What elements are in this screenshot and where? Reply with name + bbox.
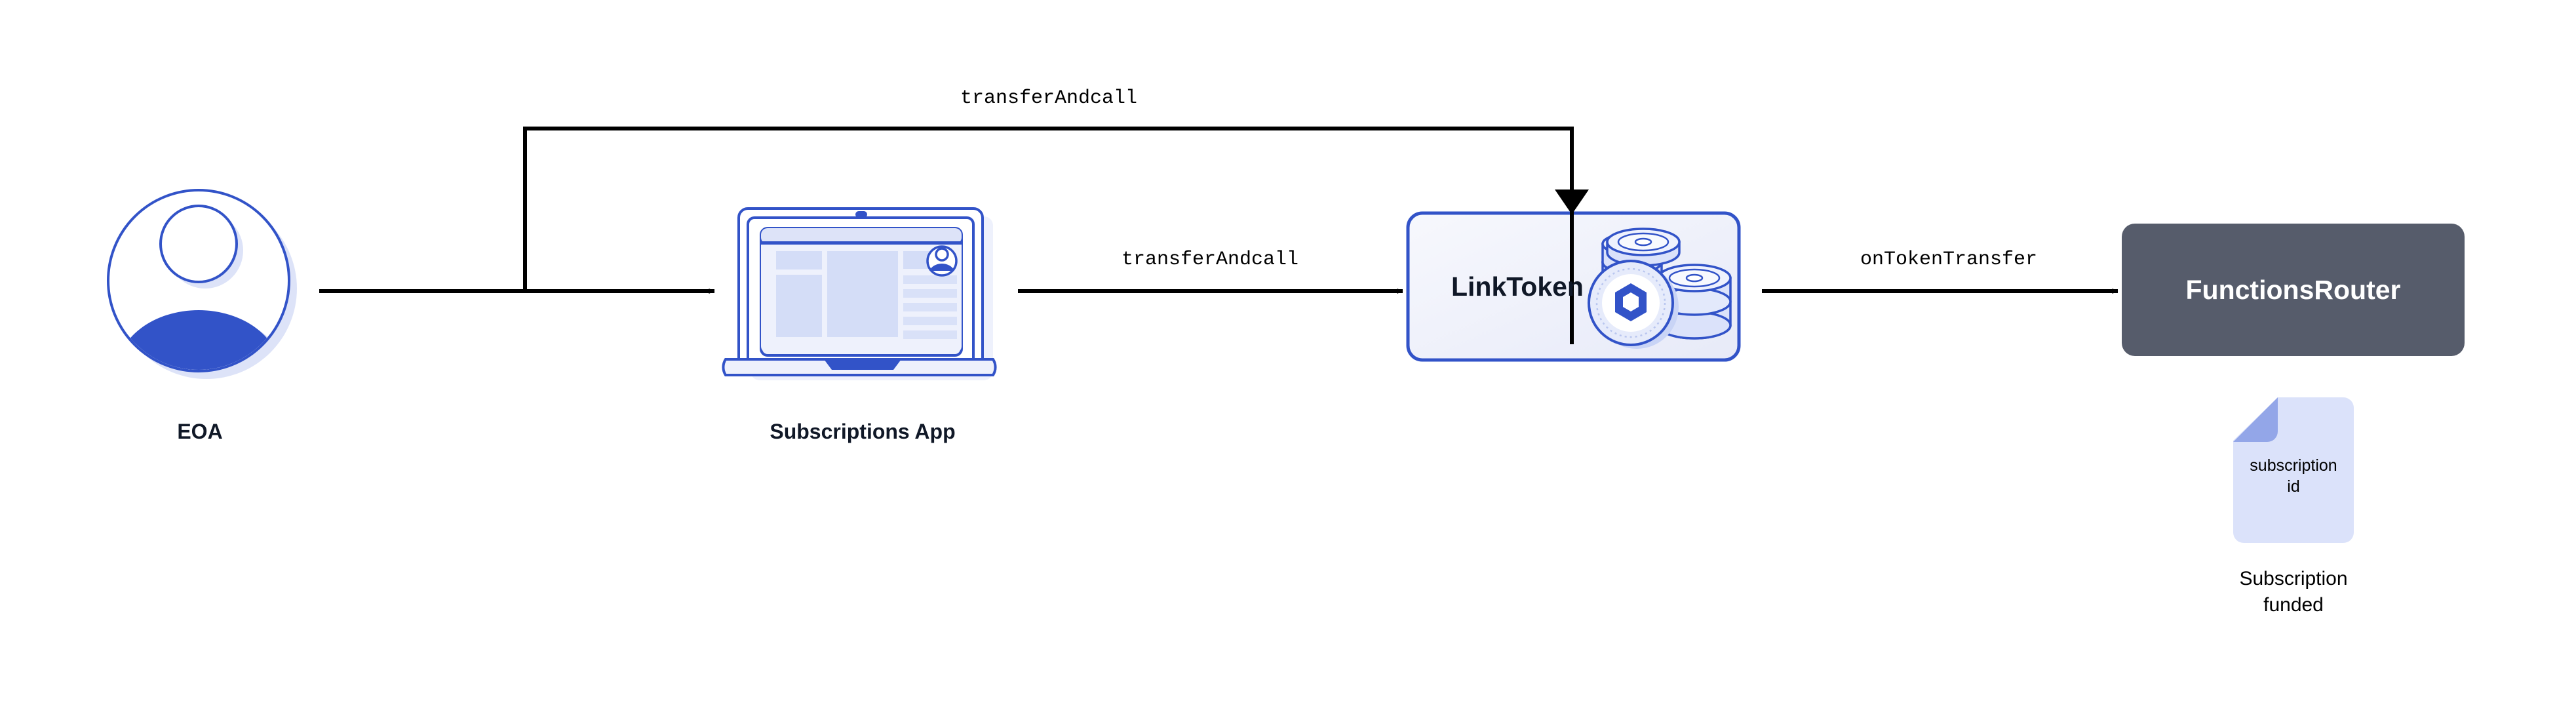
document-icon	[2233, 397, 2354, 543]
laptop-icon	[722, 207, 997, 380]
functionsrouter-box	[2122, 224, 2465, 356]
document-body-line1: subscription	[2250, 456, 2337, 475]
link-coins-icon	[1588, 228, 1732, 349]
document-body-line2: id	[2287, 477, 2300, 496]
mini-avatar-icon	[926, 245, 958, 277]
node-label-functionsrouter: FunctionsRouter	[2185, 274, 2401, 305]
edge-eoa-to-linktoken	[523, 127, 1589, 344]
user-avatar-icon	[107, 189, 297, 379]
edge-label-linktoken-to-router: onTokenTransfer	[1860, 249, 2038, 271]
node-label-subscriptions-app: Subscriptions App	[770, 420, 956, 443]
edge-label-app-to-linktoken: transferAndcall	[1121, 249, 1299, 271]
document-caption-line2: funded	[2263, 594, 2324, 616]
node-label-linktoken: LinkToken	[1451, 271, 1584, 302]
document-caption-line1: Subscription	[2239, 568, 2348, 589]
node-label-eoa: EOA	[177, 420, 223, 443]
chainlink-logo-coin	[1588, 260, 1679, 349]
edge-label-eoa-to-linktoken: transferAndcall	[960, 87, 1138, 110]
